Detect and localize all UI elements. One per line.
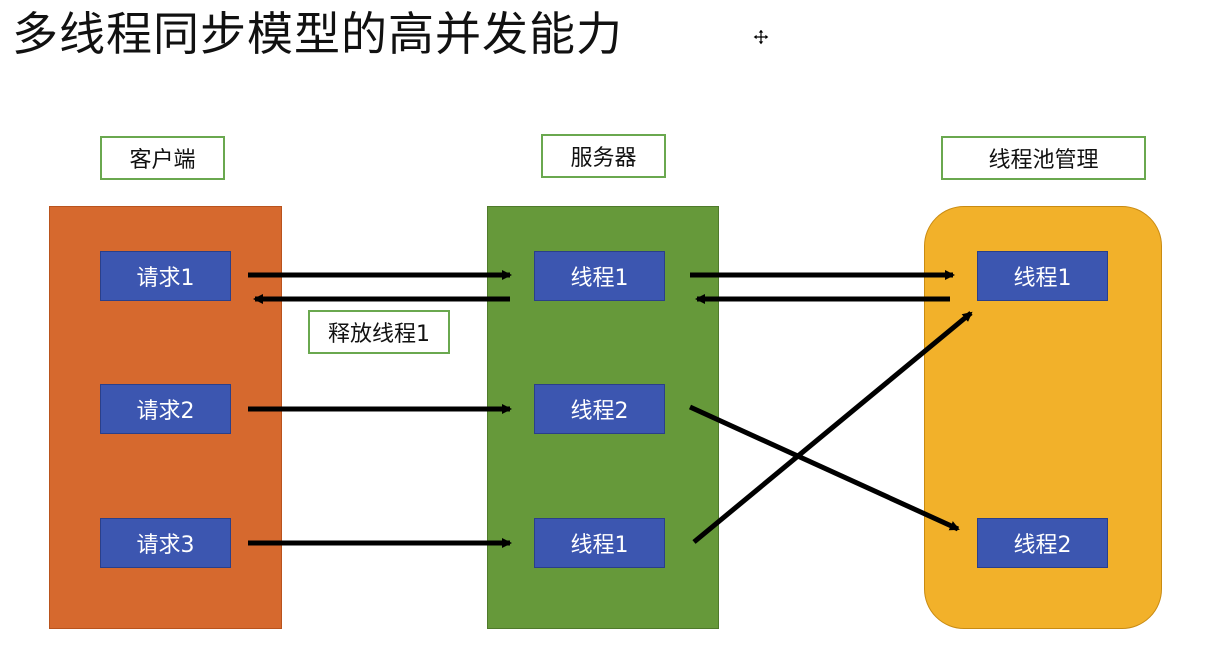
server-header: 服务器 <box>541 134 666 178</box>
client-header: 客户端 <box>100 136 225 180</box>
client-request-1: 请求1 <box>100 251 231 301</box>
page-title: 多线程同步模型的高并发能力 <box>12 7 623 61</box>
pool-thread-1: 线程1 <box>977 251 1108 301</box>
arrow-server-thread2-to-pool-thread2 <box>688 404 960 532</box>
pool-thread-2: 线程2 <box>977 518 1108 568</box>
client-request-2: 请求2 <box>100 384 231 434</box>
arrow-server-thread3-to-pool-thread1 <box>692 311 973 544</box>
move-cursor-icon <box>752 28 770 46</box>
server-thread-2: 线程2 <box>534 384 665 434</box>
client-request-3: 请求3 <box>100 518 231 568</box>
pool-header: 线程池管理 <box>941 136 1146 180</box>
release-thread-note: 释放线程1 <box>308 310 450 354</box>
server-thread-3: 线程1 <box>534 518 665 568</box>
server-thread-1: 线程1 <box>534 251 665 301</box>
